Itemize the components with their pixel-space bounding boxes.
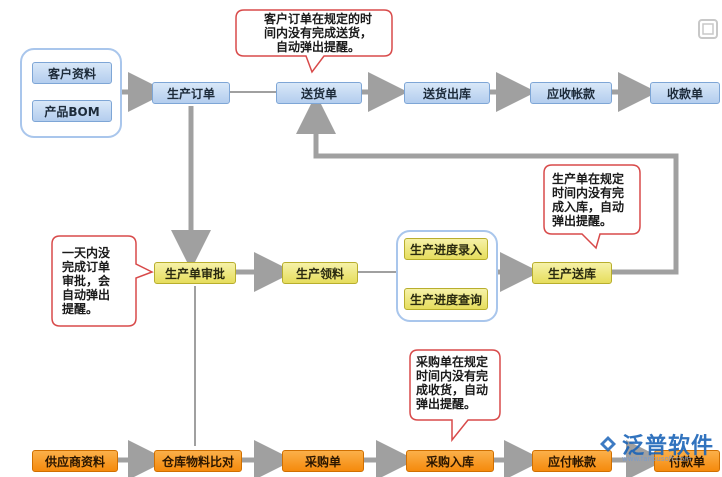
callout-bubble-review xyxy=(51,235,154,327)
node-production-review[interactable]: 生产单审批 xyxy=(154,262,236,284)
node-purchase-order[interactable]: 采购单 xyxy=(282,450,364,472)
callout-text-purchase: 采购单在规定 时间内没有完 成收货，自动 弹出提醒。 xyxy=(416,355,489,411)
callout-text-production: 生产单在规定 时间内没有完 成入库，自动 弹出提醒。 xyxy=(552,172,625,228)
node-production-storage[interactable]: 生产送库 xyxy=(532,262,612,284)
connectors xyxy=(118,72,679,477)
node-accounts-payable[interactable]: 应付帐款 xyxy=(532,450,612,472)
node-accounts-receivable[interactable]: 应收帐款 xyxy=(530,82,612,104)
logo-text: 泛普软件 xyxy=(622,433,715,459)
arrow-storage-loop-to-delivery xyxy=(296,94,679,275)
node-progress-query[interactable]: 生产进度查询 xyxy=(404,288,488,310)
callout-bubble-purchase xyxy=(409,349,501,443)
fanpu-logo-icon xyxy=(600,436,616,452)
node-progress-entry[interactable]: 生产进度录入 xyxy=(404,238,488,260)
node-material-issue[interactable]: 生产领料 xyxy=(282,262,358,284)
node-purchase-receipt[interactable]: 采购入库 xyxy=(406,450,494,472)
node-delivery-note[interactable]: 送货单 xyxy=(276,82,362,104)
node-supplier-info[interactable]: 供应商资料 xyxy=(32,450,118,472)
node-customer-info[interactable]: 客户资料 xyxy=(32,62,112,84)
watermark-logo: 泛普软件 xyxy=(598,428,714,460)
callout-text-review: 一天内没 完成订单 审批，会 自动弹出 提醒。 xyxy=(62,246,111,316)
node-production-order[interactable]: 生产订单 xyxy=(152,82,230,104)
node-product-bom[interactable]: 产品BOM xyxy=(32,100,112,122)
node-shipment-out[interactable]: 送货出库 xyxy=(404,82,490,104)
node-payment[interactable]: 付款单 xyxy=(654,450,720,472)
fullscreen-icon[interactable] xyxy=(697,18,719,40)
callout-text-delivery: 客户订单在规定的时 间内没有完成送货， 自动弹出提醒。 xyxy=(263,12,372,54)
watermark-url: www.fanpusoft.com xyxy=(622,455,692,463)
node-collection[interactable]: 收款单 xyxy=(650,82,720,104)
callout-bubble-production xyxy=(543,164,641,250)
callout-bubble-delivery xyxy=(235,9,393,74)
node-warehouse-compare[interactable]: 仓库物料比对 xyxy=(154,450,242,472)
